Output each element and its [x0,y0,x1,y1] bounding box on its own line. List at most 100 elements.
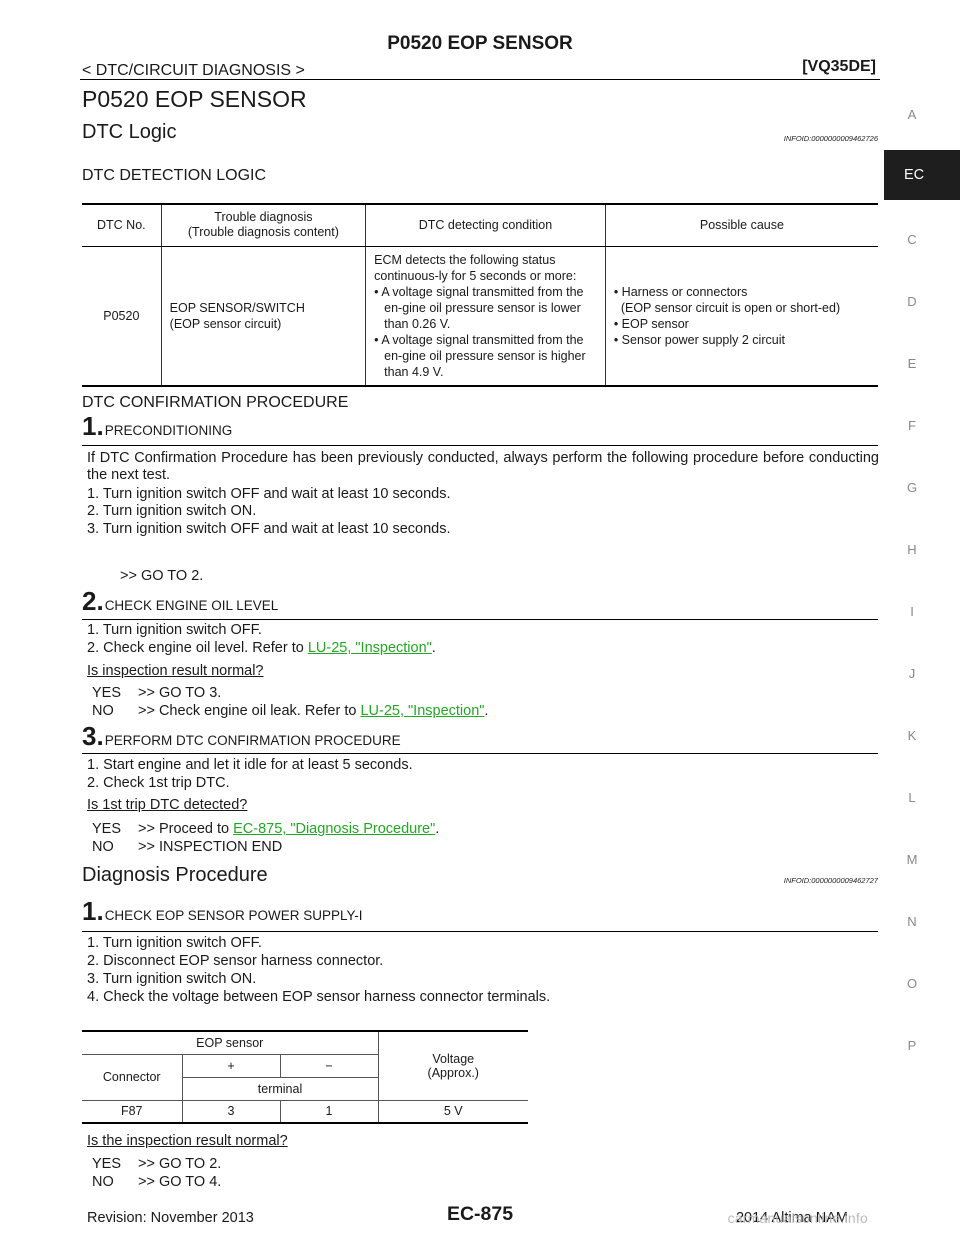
diagnosis-line1: EOP SENSOR/SWITCH [169,300,305,315]
side-index-k[interactable]: K [907,728,917,743]
condition-bullet-1: A voltage signal transmitted from the en… [381,284,584,331]
breadcrumb: < DTC/CIRCUIT DIAGNOSIS > [82,62,305,79]
step-3-item: 1. Start engine and let it idle for at l… [87,757,413,773]
yes-action: >> GO TO 3. [138,685,222,701]
diag-step-1-item: 4. Check the voltage between EOP sensor … [87,989,551,1005]
condition-bullet-2: A voltage signal transmitted from the en… [381,332,586,379]
step-1-intro: If DTC Confirmation Procedure has been p… [87,450,879,484]
footer-revision: Revision: November 2013 [87,1210,254,1226]
possible-cause: • Harness or connectors (EOP sensor circ… [604,246,878,387]
step-3-no: NO>> INSPECTION END [92,839,282,856]
diagnosis-heading: Diagnosis Procedure [82,864,268,886]
step-1-heading: 1.PRECONDITIONING [82,411,232,442]
step-number: 1. [82,411,104,441]
side-index-p[interactable]: P [907,1038,917,1053]
diag-step-1-item: 2. Disconnect EOP sensor harness connect… [87,953,384,969]
connector-header: Connector [82,1053,183,1101]
watermark: carmanualsonline.info [727,1210,868,1226]
col-possible-cause: Possible cause [604,203,878,247]
yes-key: YES [92,821,122,837]
side-index-o[interactable]: O [906,976,918,991]
side-index-l[interactable]: L [908,790,916,805]
step-1-item: 2. Turn ignition switch ON. [87,503,257,519]
engine-code: [VQ35DE] [802,58,876,75]
footer-page-number: EC-875 [446,1203,514,1225]
no-key: NO [92,1174,114,1190]
cause-bullet-1-sub: (EOP sensor circuit is open or short-ed) [620,300,841,315]
step-title: PERFORM DTC CONFIRMATION PROCEDURE [104,733,401,748]
side-index-h[interactable]: H [907,542,917,557]
diagnosis-content: EOP SENSOR/SWITCH (EOP sensor circuit) [160,246,366,387]
voltage-header: Voltage (Approx.) [377,1030,528,1101]
condition-bullet: • A voltage signal transmitted from the … [374,284,584,331]
confirmation-heading: DTC CONFIRMATION PROCEDURE [82,394,349,411]
yes-action: >> GO TO 2. [138,1156,222,1172]
dtc-logic-infoid: INFOID:0000000009462726 [783,134,878,143]
diag-step-1-no: NO >> GO TO 4. [92,1174,221,1191]
side-index-f[interactable]: F [908,418,916,433]
col-trouble-diagnosis-line2: (Trouble diagnosis content) [187,225,339,240]
step-3-item: 2. Check 1st trip DTC. [87,775,230,791]
lu-25-inspection-link[interactable]: LU-25, "Inspection" [360,703,485,719]
ec-875-diagnosis-link[interactable]: EC-875, "Diagnosis Procedure" [233,821,436,837]
step-2-no: NO>> Check engine oil leak. Refer to LU-… [92,703,488,720]
side-index-e[interactable]: E [907,356,917,371]
step-divider [82,753,878,754]
step-divider [82,931,878,932]
cause-bullet: • Harness or connectors [613,284,748,299]
step-3-question: Is 1st trip DTC detected? [87,797,248,813]
dtc-detection-table: DTC No. Trouble diagnosis (Trouble diagn… [82,203,878,387]
col-trouble-diagnosis: Trouble diagnosis (Trouble diagnosis con… [160,203,366,247]
side-index-n[interactable]: N [907,914,917,929]
side-index-d[interactable]: D [907,294,917,309]
condition-intro: ECM detects the following status continu… [374,252,577,283]
diag-step-1-question: Is the inspection result normal? [87,1133,288,1149]
side-index-g[interactable]: G [906,480,918,495]
page-title: P0520 EOP SENSOR [82,86,307,112]
punct: . [484,703,489,719]
condition-bullet: • A voltage signal transmitted from the … [374,332,586,379]
step-1-item: 1. Turn ignition switch OFF and wait at … [87,486,451,502]
plus-terminal-value: 3 [181,1099,281,1124]
voltage-table: EOP sensor Voltage (Approx.) Connector +… [82,1030,528,1124]
step-2-yes: YES>> GO TO 3. [92,685,221,702]
side-index-c[interactable]: C [907,232,917,247]
plus-terminal-header: + [181,1053,281,1078]
side-index-m[interactable]: M [906,852,918,867]
table-header-row: EOP sensor Voltage (Approx.) [82,1030,528,1101]
punct: . [435,821,440,837]
step-3-heading: 3.PERFORM DTC CONFIRMATION PROCEDURE [82,721,401,752]
side-index-ec-tab[interactable]: EC [884,150,960,200]
step-2-item2-text: 2. Check engine oil level. Refer to [87,640,308,656]
step-number: 2. [82,586,104,616]
step-3-yes: YES >> Proceed to EC-875, "Diagnosis Proc… [92,821,439,838]
diagnosis-infoid: INFOID:0000000009462727 [783,876,878,885]
table-header-row: DTC No. Trouble diagnosis (Trouble diagn… [82,203,878,247]
voltage-value: 5 V [377,1099,528,1124]
step-2-item: 1. Turn ignition switch OFF. [87,622,262,638]
diagnosis-line2: (EOP sensor circuit) [169,316,282,331]
table-header-row: terminal [82,1076,528,1101]
step-1-goto: >> GO TO 2. [120,568,204,584]
col-detecting-condition: DTC detecting condition [365,203,606,247]
side-index-a[interactable]: A [907,107,917,122]
no-key: NO [92,703,114,719]
step-2-heading: 2.CHECK ENGINE OIL LEVEL [82,586,278,617]
header-title: P0520 EOP SENSOR [387,33,573,54]
minus-terminal-header: − [279,1053,379,1078]
diag-step-1-item: 3. Turn ignition switch ON. [87,971,257,987]
cause-bullet-1: Harness or connectors [621,284,748,299]
yes-action: >> Proceed to [138,821,234,837]
lu-25-inspection-link[interactable]: LU-25, "Inspection" [307,640,432,656]
yes-key: YES [92,1156,122,1172]
step-number: 3. [82,721,104,751]
table-row: F87 3 1 5 V [82,1099,528,1124]
minus-terminal-value: 1 [279,1099,379,1124]
cause-bullet: • EOP sensor [613,316,689,331]
connector-value: F87 [82,1099,183,1124]
step-number: 1. [82,896,104,926]
side-index-i[interactable]: I [910,604,914,619]
side-index-j[interactable]: J [908,666,916,681]
no-action: >> GO TO 4. [138,1174,222,1190]
step-title: CHECK EOP SENSOR POWER SUPPLY-I [104,908,363,923]
